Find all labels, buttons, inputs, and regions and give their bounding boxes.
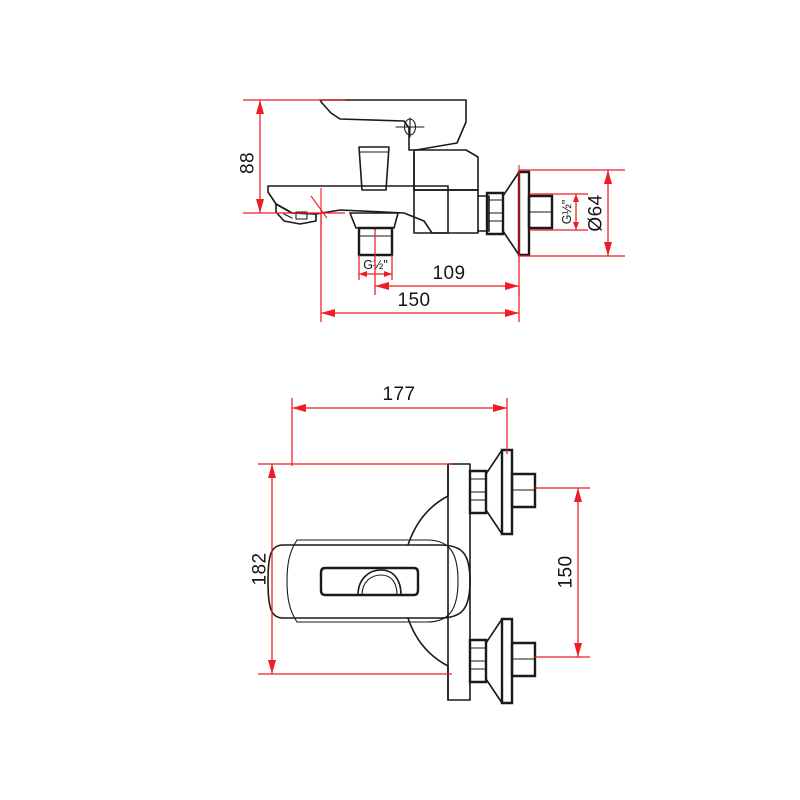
dimension-150-bottom: 150: [535, 487, 590, 658]
top-view-side-elevation: 88 Ø64 G½" G½": [238, 99, 625, 322]
bottom-view-front-elevation: 177 182 150: [250, 384, 590, 705]
back-riser-front: [447, 463, 471, 701]
dimension-177-label: 177: [383, 384, 416, 405]
dimension-diameter-64: Ø64: [519, 169, 625, 257]
dimension-thread-inlet: G½": [529, 193, 588, 231]
dimension-150-bottom-label: 150: [556, 556, 577, 589]
lever-handle-side: [319, 99, 467, 151]
dimension-109: 109: [374, 255, 520, 295]
lever-slot-front: [319, 566, 420, 597]
cartridge-housing-side: [413, 149, 479, 191]
shower-outlet-side: [349, 212, 399, 257]
dimension-88-label: 88: [238, 152, 259, 174]
dimension-177: 177: [291, 384, 508, 466]
dimension-thread-inlet-label: G½": [560, 200, 574, 225]
diverter-knob-side: [358, 146, 390, 191]
dimension-182: 182: [250, 463, 452, 675]
wall-connector-lower-front: [468, 617, 537, 705]
mixer-body-side: [413, 189, 490, 234]
dimension-150-top-label: 150: [398, 290, 431, 311]
dimension-182-label: 182: [250, 553, 271, 586]
dimension-109-label: 109: [433, 263, 466, 284]
dimension-thread-outlet: G½": [358, 255, 393, 280]
spout-side: [267, 185, 449, 234]
centerlines-top-view: [310, 165, 520, 265]
wall-connector-upper-front: [468, 448, 537, 536]
dimension-88: 88: [238, 99, 345, 214]
dimension-d64-label: Ø64: [586, 194, 607, 231]
mixer-body-front: [267, 463, 471, 701]
